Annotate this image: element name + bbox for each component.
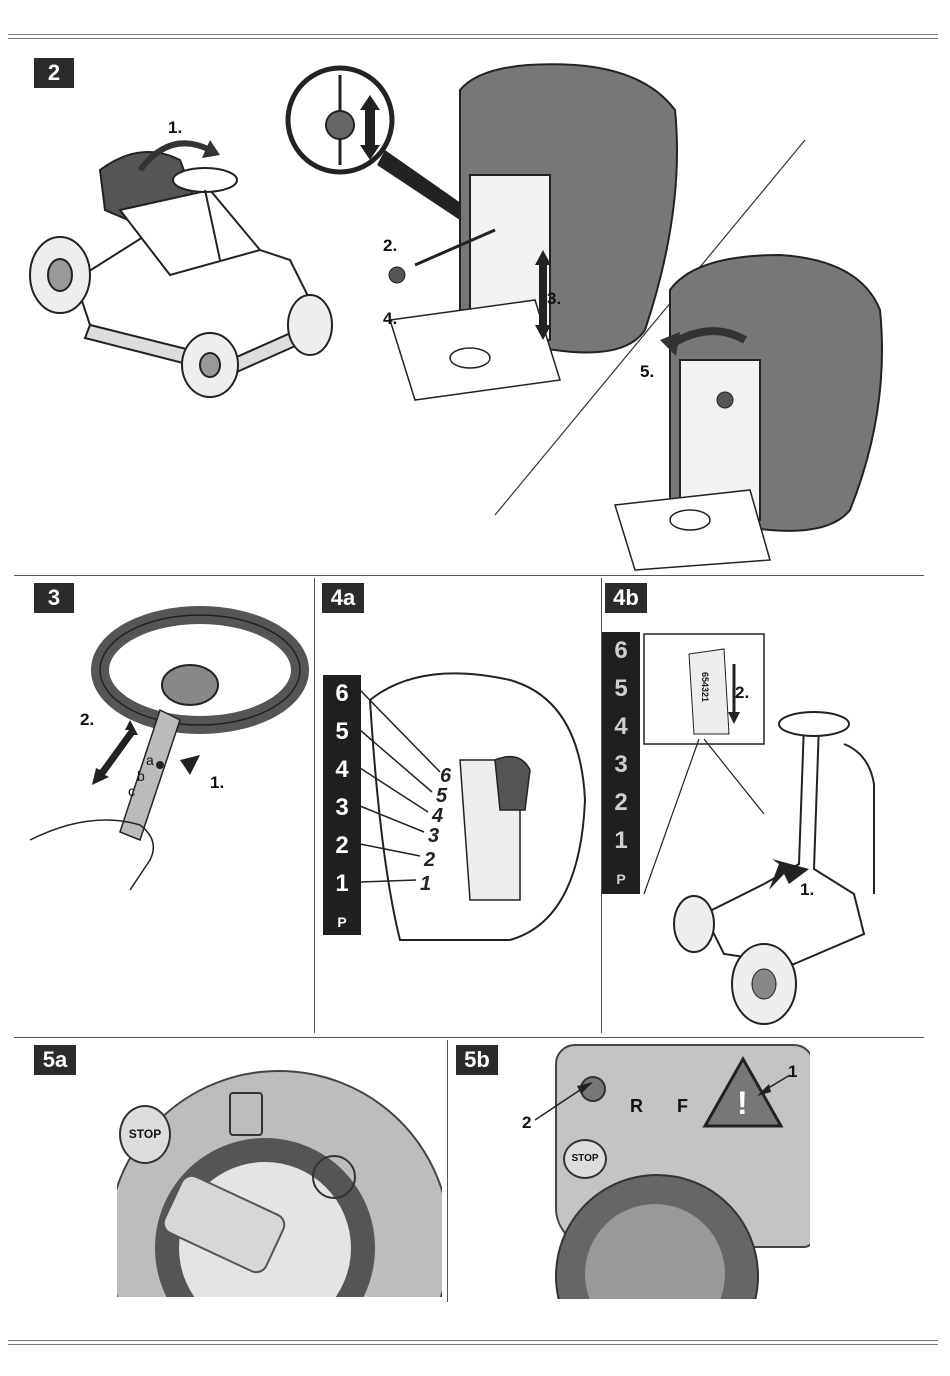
bottom-rule-2 bbox=[8, 1344, 938, 1345]
scale-3: 3 bbox=[323, 789, 361, 827]
seat-tilted-illustration bbox=[610, 250, 890, 580]
height-lever-illustration: 6 5 4 3 2 1 bbox=[360, 660, 590, 950]
step-2: 2. bbox=[80, 710, 94, 730]
step-4: 4. bbox=[383, 309, 397, 329]
park-icon: P bbox=[602, 860, 640, 898]
step-1: 1. bbox=[800, 880, 814, 900]
scale-4: 4 bbox=[602, 708, 640, 746]
step-5: 5. bbox=[640, 362, 654, 382]
svg-text:2: 2 bbox=[423, 849, 435, 871]
hole-c: c bbox=[128, 783, 135, 799]
hole-b: b bbox=[137, 768, 145, 784]
scale-5: 5 bbox=[602, 670, 640, 708]
height-scale-gray: 6 5 4 3 2 1 P bbox=[602, 632, 640, 894]
panel-label-5a: 5a bbox=[34, 1045, 76, 1075]
ignition-dial: STOP bbox=[117, 1060, 442, 1297]
start-icon bbox=[312, 1155, 356, 1199]
svg-text:5: 5 bbox=[436, 785, 448, 807]
bottom-rule bbox=[8, 1340, 938, 1341]
height-scale: 6 5 4 3 2 1 P bbox=[323, 675, 361, 935]
scale-2: 2 bbox=[323, 827, 361, 865]
step-1: 1. bbox=[168, 118, 182, 138]
detail-scale: 654321 bbox=[700, 672, 710, 702]
svg-text:4: 4 bbox=[431, 805, 443, 827]
panel-label-4a: 4a bbox=[322, 583, 364, 613]
scale-1: 1 bbox=[323, 865, 361, 903]
step-2: 2. bbox=[383, 236, 397, 256]
separator-2 bbox=[14, 1037, 924, 1038]
park-icon: P bbox=[323, 903, 361, 941]
hole-a: a bbox=[146, 752, 154, 768]
scale-5: 5 bbox=[323, 713, 361, 751]
stop-icon: STOP bbox=[119, 1105, 171, 1164]
svg-text:3: 3 bbox=[428, 825, 439, 847]
scale-2: 2 bbox=[602, 784, 640, 822]
panel-label-2: 2 bbox=[34, 58, 74, 88]
top-rule-2 bbox=[8, 38, 938, 39]
steering-column-illustration bbox=[30, 600, 310, 890]
scale-6: 6 bbox=[323, 675, 361, 713]
svg-text:6: 6 bbox=[440, 765, 452, 787]
divider-5a-5b bbox=[447, 1040, 448, 1302]
blade-icon bbox=[229, 1092, 263, 1136]
panel-label-4b: 4b bbox=[605, 583, 647, 613]
divider-3-4a bbox=[314, 578, 315, 1033]
scale-6: 6 bbox=[602, 632, 640, 670]
step-2: 2. bbox=[735, 683, 749, 703]
svg-text:1: 1 bbox=[420, 873, 431, 895]
panel-label-5b: 5b bbox=[456, 1045, 498, 1075]
scale-4: 4 bbox=[323, 751, 361, 789]
top-rule bbox=[8, 34, 938, 35]
callout-2: 2 bbox=[522, 1113, 531, 1133]
detail-inset bbox=[644, 634, 874, 1034]
step-1: 1. bbox=[210, 773, 224, 793]
scale-3: 3 bbox=[602, 746, 640, 784]
scale-1: 1 bbox=[602, 822, 640, 860]
callout-lines bbox=[535, 1070, 795, 1130]
stop-icon: STOP bbox=[563, 1139, 607, 1179]
